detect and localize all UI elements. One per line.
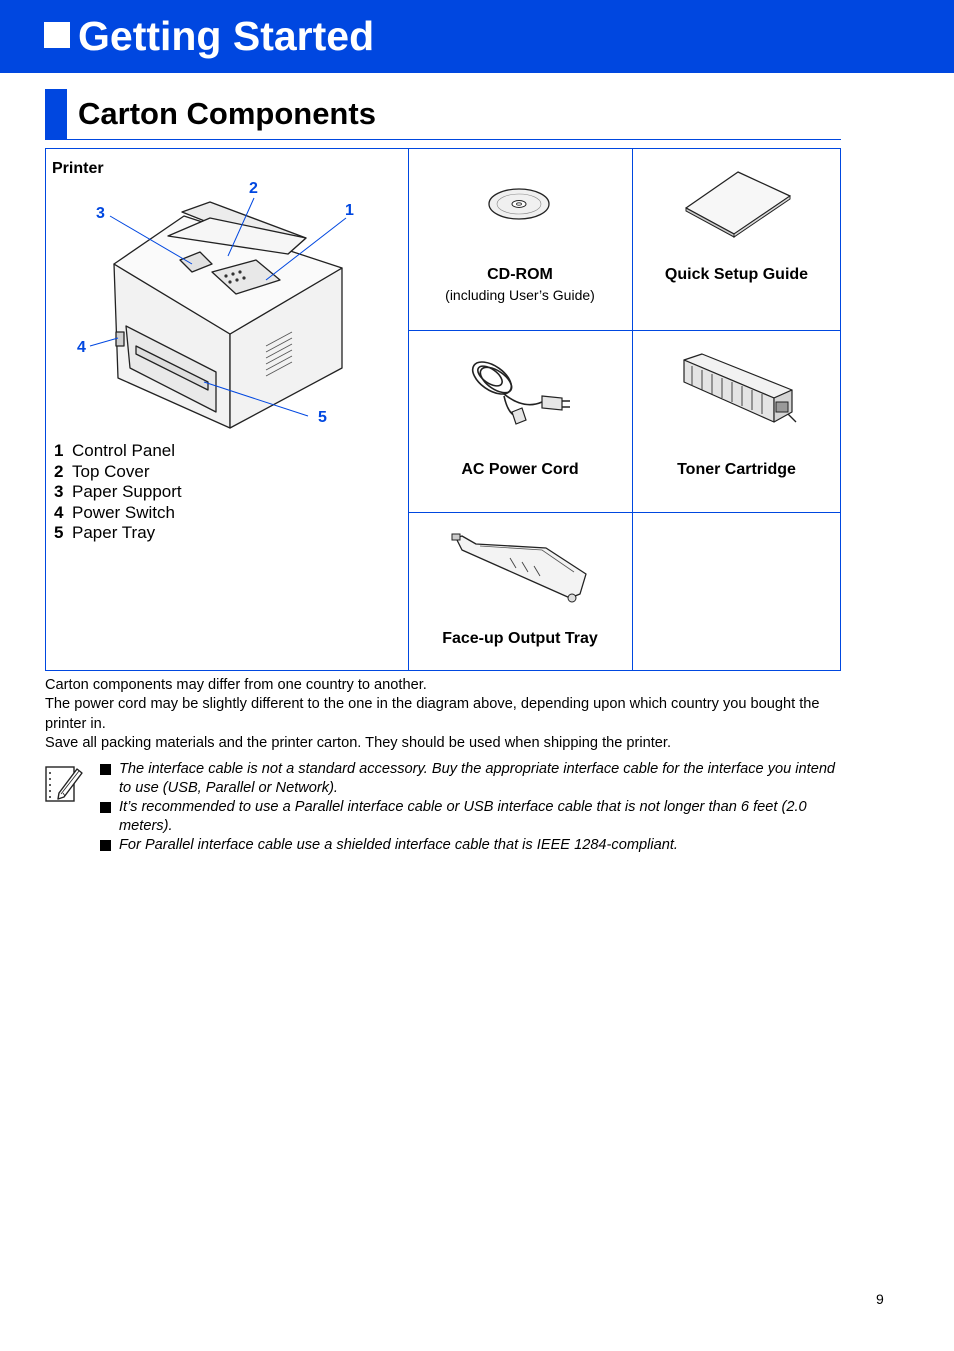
notes-text: Carton components may differ from one co… xyxy=(45,676,845,753)
list-item: It’s recommended to use a Parallel inter… xyxy=(100,798,840,836)
callout-4: 4 xyxy=(77,339,86,356)
callout-5: 5 xyxy=(318,409,327,426)
grid-divider xyxy=(408,512,841,513)
output-tray-icon xyxy=(451,533,587,603)
callout-1: 1 xyxy=(345,202,354,219)
list-item: The interface cable is not a standard ac… xyxy=(100,760,840,798)
power-cord-icon xyxy=(471,361,570,425)
cd-rom-icon xyxy=(488,188,550,220)
output-tray-label: Face-up Output Tray xyxy=(442,630,598,647)
printer-illustration xyxy=(89,197,347,429)
cd-rom-label: CD-ROM xyxy=(487,266,553,283)
toner-cartridge-icon xyxy=(683,353,797,423)
grid-divider xyxy=(632,148,633,671)
section-accent-bar xyxy=(45,89,67,139)
list-item: For Parallel interface cable use a shiel… xyxy=(100,836,840,855)
cd-rom-sublabel: (including User’s Guide) xyxy=(445,287,595,303)
power-cord-label: AC Power Cord xyxy=(461,461,579,478)
note-paragraph: Save all packing materials and the print… xyxy=(45,734,672,751)
page-title-text: Getting Started xyxy=(78,13,375,59)
square-bullet-icon xyxy=(100,802,111,813)
memo-pencil-icon xyxy=(45,766,83,802)
note-paragraph: The power cord may be slightly different… xyxy=(45,696,820,732)
memo-bullets: The interface cable is not a standard ac… xyxy=(100,760,840,855)
setup-guide-label: Quick Setup Guide xyxy=(664,266,809,283)
section-heading: Carton Components xyxy=(45,89,841,140)
page-number: 9 xyxy=(876,1291,884,1307)
square-bullet-icon xyxy=(44,22,70,48)
callout-2: 2 xyxy=(249,180,258,197)
toner-cartridge-label: Toner Cartridge xyxy=(677,461,796,478)
grid-divider xyxy=(408,148,409,671)
callout-3: 3 xyxy=(96,205,105,222)
components-grid xyxy=(45,148,841,671)
section-title: Carton Components xyxy=(78,96,376,131)
printer-label: Printer xyxy=(52,160,104,177)
square-bullet-icon xyxy=(100,840,111,851)
page-title: Getting Started xyxy=(44,12,374,60)
header-bar: Getting Started xyxy=(0,0,954,73)
grid-divider xyxy=(408,330,841,331)
note-paragraph: Carton components may differ from one co… xyxy=(45,677,427,693)
setup-guide-icon xyxy=(685,171,791,238)
square-bullet-icon xyxy=(100,764,111,775)
